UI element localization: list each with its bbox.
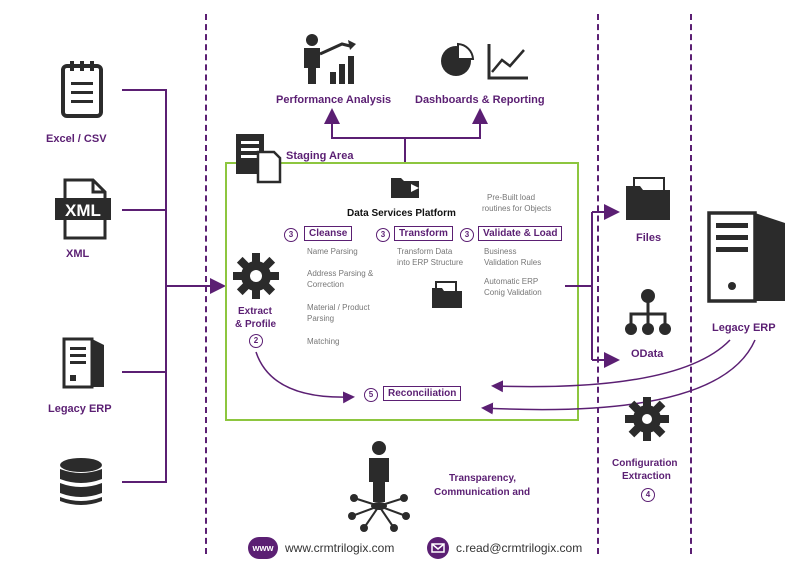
files-folder-icon (626, 177, 670, 220)
validate-step-number: 3 (460, 228, 474, 242)
transparency-line1: Transparency, (449, 473, 517, 484)
divider-right (690, 14, 692, 554)
data-services-platform-label: Data Services Platform (347, 208, 456, 219)
configuration-step-number: 4 (641, 488, 655, 502)
transform-step-number: 3 (376, 228, 390, 242)
notepad-icon (61, 61, 103, 118)
www-badge: www (248, 537, 278, 559)
xml-label: XML (66, 248, 90, 260)
cleanse-item: Matching (307, 337, 340, 346)
divider-mid (597, 14, 599, 554)
validate-item: Business (484, 247, 517, 256)
excel-csv-label: Excel / CSV (46, 133, 107, 145)
pie-chart-icon (441, 42, 475, 76)
folder-share-icon (391, 178, 419, 198)
folder-icon (432, 281, 462, 308)
cleanse-item: Name Parsing (307, 247, 358, 256)
email-link[interactable]: c.read@crmtrilogix.com (456, 541, 583, 555)
odata-label: OData (631, 348, 664, 360)
cleanse-item: Material / Product (307, 303, 370, 312)
validate-load-box: Validate & Load (478, 226, 563, 241)
cleanse-box: Cleanse (304, 226, 353, 241)
prebuilt-routines-line1: Pre-Built load (487, 193, 536, 202)
extract-label-line1: Extract (238, 306, 272, 317)
person-network-icon (348, 441, 410, 532)
staging-area-title: Staging Area (286, 150, 354, 162)
configuration-label-line1: Configuration (612, 458, 678, 469)
server-icon (62, 337, 104, 389)
presenter-chart-icon (304, 34, 356, 84)
reconciliation-step-number: 5 (364, 388, 378, 402)
website-link[interactable]: www.crmtrilogix.com (285, 541, 395, 555)
hierarchy-icon (625, 289, 671, 335)
cleanse-item: Address Parsing & (307, 269, 374, 278)
validate-item: Automatic ERP (484, 277, 539, 286)
configuration-label-line2: Extraction (622, 471, 671, 482)
dashboards-reporting-label: Dashboards & Reporting (415, 94, 545, 106)
validate-item: Conig Validation (484, 288, 542, 297)
transparency-line2: Communication and (434, 487, 531, 498)
divider-left (205, 14, 207, 554)
cleanse-item: Parsing (307, 314, 335, 323)
extract-step-number: 2 (249, 334, 263, 348)
transform-item: into ERP Structure (397, 258, 464, 267)
extract-label-line2: & Profile (235, 319, 277, 330)
transform-box: Transform (394, 226, 453, 241)
mail-icon (427, 537, 449, 559)
documents-icon (236, 134, 282, 184)
validate-item: Validation Rules (484, 258, 542, 267)
xml-icon-text: XML (65, 201, 101, 220)
prebuilt-routines-line2: routines for Objects (482, 204, 552, 213)
line-graph-icon (487, 44, 528, 80)
cleanse-step-number: 3 (284, 228, 298, 242)
database-icon (60, 458, 102, 505)
legacy-erp-server-icon (707, 211, 785, 303)
cleanse-item: Correction (307, 280, 344, 289)
performance-analysis-label: Performance Analysis (276, 94, 392, 106)
transform-item: Transform Data (397, 247, 453, 256)
legacy-erp-target-label: Legacy ERP (712, 322, 776, 334)
legacy-erp-source-label: Legacy ERP (48, 403, 112, 415)
config-gear-icon (625, 397, 669, 441)
xml-file-icon (55, 178, 111, 240)
gear-icon (233, 253, 279, 299)
files-label: Files (636, 232, 662, 244)
reconciliation-box: Reconciliation (383, 386, 462, 401)
